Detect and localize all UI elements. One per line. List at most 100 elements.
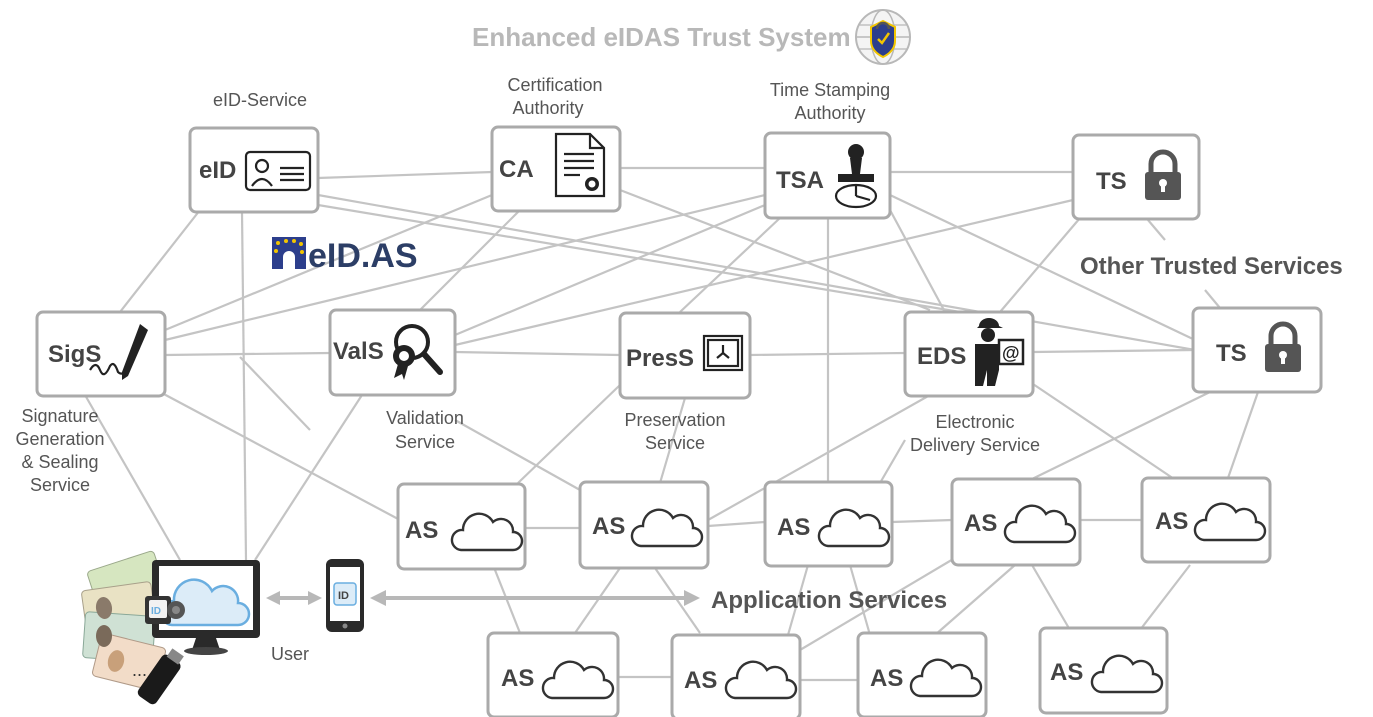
as-node[interactable]: AS [670, 633, 802, 717]
eds-caption-line2: Delivery Service [910, 435, 1040, 455]
node-vals[interactable]: ValS [328, 308, 457, 397]
node-label: AS [405, 517, 438, 544]
edge [889, 209, 946, 313]
edge [317, 170, 493, 180]
as-node[interactable]: AS [396, 482, 527, 571]
cloud-icon [1193, 502, 1267, 542]
node-eds[interactable]: EDS @ [903, 310, 1035, 398]
sigs-caption-line1: Signature [21, 406, 98, 426]
press-caption-line2: Service [645, 433, 705, 453]
cloud-icon [450, 512, 524, 552]
connection-lines [84, 166, 1260, 682]
monitor-icon[interactable] [152, 560, 260, 655]
id-cards-fan: ... [81, 550, 167, 691]
node-eid[interactable]: eID [188, 126, 320, 214]
certificate-icon [554, 132, 606, 198]
eu-flag-lock-icon [272, 237, 306, 269]
edge [1029, 391, 1211, 481]
edge [1226, 391, 1260, 479]
diagram-title: Enhanced eIDAS Trust System [472, 22, 851, 52]
cloud-icon [541, 660, 615, 700]
edge [1032, 348, 1196, 354]
edge [574, 567, 621, 634]
edge [707, 520, 766, 528]
node-label: TS [1096, 168, 1127, 195]
node-label: AS [777, 514, 810, 541]
edge [1139, 564, 1191, 631]
edge [164, 193, 493, 332]
magnifier-seal-icon [393, 324, 443, 380]
press-caption-line1: Preservation [624, 410, 725, 430]
edge [254, 394, 363, 561]
phone-id-text: ID [338, 590, 349, 602]
edge [879, 439, 906, 484]
node-press[interactable]: PresS [618, 311, 752, 400]
node-label: eID [199, 157, 236, 184]
node-label: TS [1216, 340, 1247, 367]
vals-caption-line1: Validation [386, 408, 464, 428]
ellipsis-text: ... [132, 660, 147, 680]
user-link-arrow [266, 591, 322, 605]
application-services-arrow [370, 590, 700, 606]
svg-text:@: @ [1002, 343, 1020, 363]
stamp-icon [834, 144, 878, 209]
eds-caption-line1: Electronic [935, 412, 1014, 432]
node-ts-right[interactable]: TS [1191, 306, 1323, 394]
node-ts-top[interactable]: TS [1071, 133, 1201, 221]
as-node[interactable]: AS [1140, 476, 1272, 564]
other-trusted-services-label: Other Trusted Services [1080, 253, 1343, 280]
edge [454, 198, 1074, 347]
node-label: AS [870, 665, 903, 692]
node-sigs[interactable]: SigS [35, 310, 167, 398]
tsa-caption-line2: Authority [794, 103, 865, 123]
node-label: AS [1155, 508, 1188, 535]
node-label: AS [592, 513, 625, 540]
edge [240, 211, 248, 561]
cloud-icon [630, 508, 704, 548]
as-node[interactable]: AS [950, 477, 1082, 567]
reader-id-text: ID [151, 606, 161, 617]
node-ca[interactable]: CA [490, 125, 622, 213]
cloud-icon [909, 658, 983, 698]
edge [654, 567, 701, 634]
node-label: AS [684, 667, 717, 694]
as-node[interactable]: AS [856, 631, 988, 717]
courier-icon: @ [975, 318, 1025, 386]
edge [1029, 381, 1181, 484]
edge [999, 217, 1081, 313]
as-node[interactable]: AS [1038, 626, 1169, 715]
eidas-logo-text: eID.AS [308, 237, 418, 275]
edge [159, 391, 401, 521]
cloud-icon [1090, 654, 1164, 694]
cloud-icon [724, 660, 798, 700]
sigs-caption-line3: & Sealing [21, 452, 98, 472]
as-node[interactable]: AS [486, 631, 620, 717]
node-tsa[interactable]: TSA [763, 131, 892, 220]
node-label: CA [499, 156, 534, 183]
edge [786, 564, 810, 636]
edge [1147, 219, 1166, 241]
eidas-logo: eID.AS [272, 237, 418, 275]
user-label: User [271, 644, 309, 664]
application-services-label: Application Services [711, 587, 947, 614]
padlock-icon [1265, 321, 1301, 372]
smartphone-icon[interactable]: ID [326, 559, 364, 632]
eid-caption: eID-Service [213, 90, 307, 110]
as-node[interactable]: AS [763, 480, 894, 568]
cloud-icon [817, 508, 891, 548]
id-card-icon [244, 150, 312, 192]
edge [848, 564, 872, 636]
node-label: AS [964, 510, 997, 537]
edge [749, 351, 906, 357]
node-label: AS [501, 665, 534, 692]
usb-token-icon [137, 648, 184, 705]
globe-shield-icon [855, 9, 911, 65]
node-label: EDS [917, 343, 966, 370]
as-node[interactable]: AS [578, 480, 710, 570]
cloud-icon [1003, 504, 1077, 544]
padlock-icon [1145, 149, 1181, 200]
card-reader-icon: ID [145, 596, 185, 624]
ca-caption-line2: Authority [512, 98, 583, 118]
node-label: TSA [776, 167, 824, 194]
